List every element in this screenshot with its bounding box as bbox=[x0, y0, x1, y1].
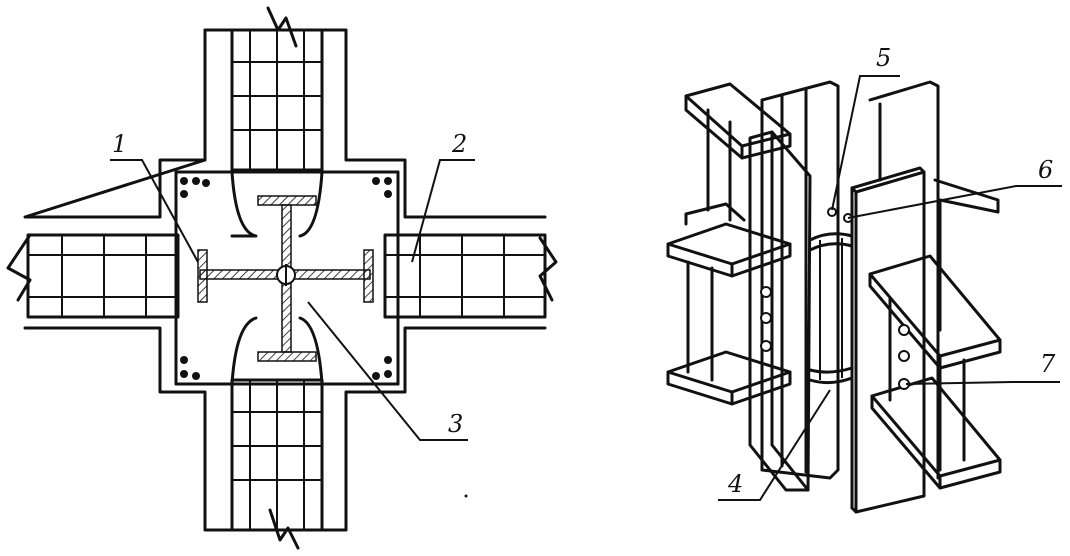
back-column bbox=[760, 80, 940, 480]
beam-top-right-flange bbox=[933, 178, 1000, 218]
top-beam-cage bbox=[230, 28, 324, 172]
rebar-dot bbox=[180, 177, 188, 185]
rebar-dot bbox=[180, 370, 188, 378]
leader-2 bbox=[411, 159, 475, 263]
rebar-dot bbox=[384, 190, 392, 198]
left-beam-cage bbox=[26, 233, 180, 319]
leader-5 bbox=[831, 75, 900, 211]
break-symbol-top bbox=[266, 6, 298, 48]
bolt-hole bbox=[760, 312, 772, 324]
bolt-hole bbox=[760, 340, 772, 352]
break-symbol-bottom bbox=[268, 508, 300, 550]
bottom-beam-cage bbox=[230, 378, 324, 532]
break-symbol-right bbox=[538, 236, 558, 302]
plan-view: 1 2 3 bbox=[6, 6, 558, 550]
leader-3 bbox=[307, 301, 468, 441]
rebar-dot bbox=[384, 356, 392, 364]
rebar-dot bbox=[384, 370, 392, 378]
rebar-dot bbox=[192, 372, 200, 380]
column-right-plate bbox=[850, 166, 926, 514]
callout-2: 2 bbox=[451, 130, 467, 158]
rebar-dot bbox=[180, 190, 188, 198]
rebar-dot bbox=[372, 372, 380, 380]
break-symbol-left bbox=[6, 233, 32, 302]
rebar-dot bbox=[192, 177, 200, 185]
callout-5: 5 bbox=[876, 44, 891, 72]
rebar-dot bbox=[384, 177, 392, 185]
leader-1 bbox=[110, 159, 199, 263]
web-gusset bbox=[808, 232, 854, 385]
column-section bbox=[174, 170, 400, 386]
leader-7 bbox=[905, 381, 1060, 385]
callout-4: 4 bbox=[727, 470, 743, 498]
rebar-dot bbox=[372, 177, 380, 185]
rebar-dot bbox=[180, 356, 188, 364]
beam-top-left-flange bbox=[684, 82, 792, 160]
callout-1: 1 bbox=[112, 130, 127, 158]
callout-7: 7 bbox=[1040, 350, 1056, 378]
callout-3: 3 bbox=[448, 410, 463, 438]
isometric-view: 5 6 7 4 bbox=[666, 44, 1062, 514]
steel-cross-core bbox=[197, 195, 374, 362]
bolt-hole bbox=[898, 324, 910, 336]
leader-6 bbox=[847, 185, 1062, 219]
leader-4 bbox=[718, 389, 831, 501]
rebar-dot bbox=[202, 179, 210, 187]
right-beam-cage bbox=[383, 233, 547, 319]
bolt-hole bbox=[760, 286, 772, 298]
speck bbox=[464, 494, 468, 498]
beam-left bbox=[666, 202, 792, 406]
beam-right bbox=[868, 254, 1002, 490]
bolt-hole bbox=[898, 350, 910, 362]
callout-6: 6 bbox=[1038, 156, 1053, 184]
